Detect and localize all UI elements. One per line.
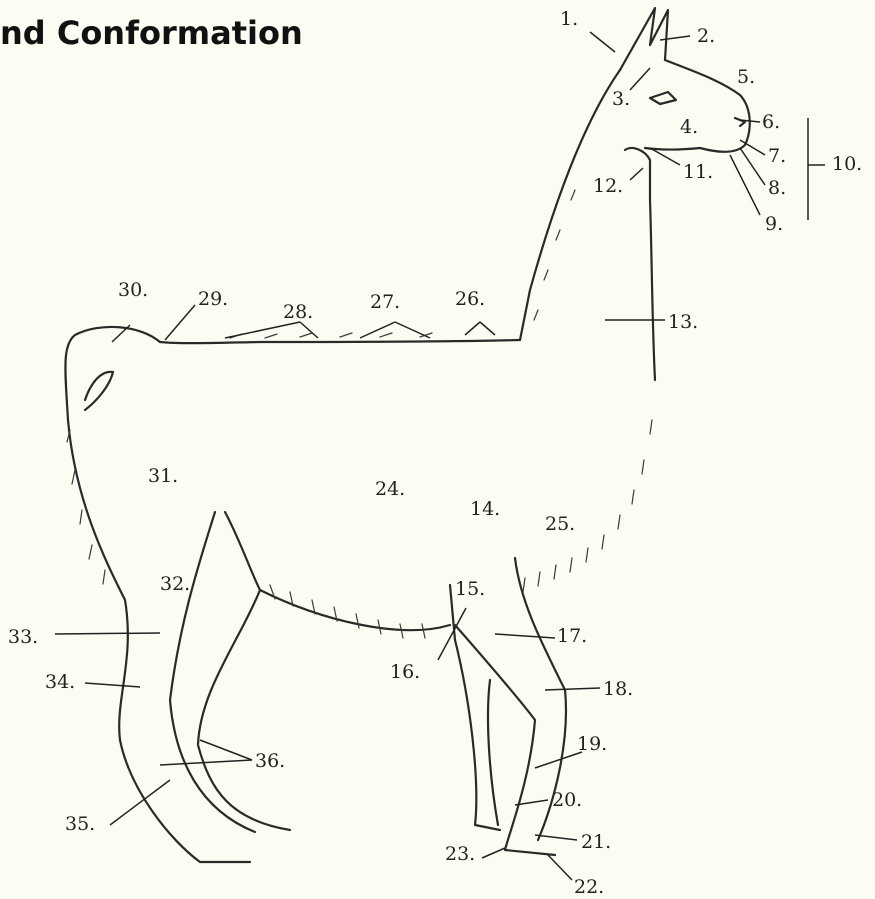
label-15: 15. <box>455 578 485 600</box>
label-36: 36. <box>255 750 285 772</box>
label-4: 4. <box>680 116 698 138</box>
label-23: 23. <box>445 843 475 865</box>
label-24: 24. <box>375 478 405 500</box>
label-3: 3. <box>612 88 630 110</box>
label-19: 19. <box>577 733 607 755</box>
label-18: 18. <box>603 678 633 700</box>
label-10: 10. <box>832 153 862 175</box>
label-1: 1. <box>560 8 578 30</box>
fur-strokes <box>67 190 652 638</box>
label-12: 12. <box>593 175 623 197</box>
label-27: 27. <box>370 291 400 313</box>
label-21: 21. <box>581 831 611 853</box>
leader-lines <box>55 32 825 880</box>
label-31: 31. <box>148 465 178 487</box>
label-17: 17. <box>557 625 587 647</box>
label-32: 32. <box>160 573 190 595</box>
label-22: 22. <box>574 876 604 898</box>
label-26: 26. <box>455 288 485 310</box>
label-11: 11. <box>683 161 713 183</box>
label-6: 6. <box>762 111 780 133</box>
label-20: 20. <box>552 789 582 811</box>
label-33: 33. <box>8 626 38 648</box>
label-34: 34. <box>45 671 75 693</box>
label-25: 25. <box>545 513 575 535</box>
label-35: 35. <box>65 813 95 835</box>
label-9: 9. <box>765 213 783 235</box>
label-8: 8. <box>768 177 786 199</box>
label-30: 30. <box>118 279 148 301</box>
label-13: 13. <box>668 311 698 333</box>
part-labels: 1. 2. 3. 4. 5. 6. 7. 8. 9. 10. 11. 12. 1… <box>8 8 862 898</box>
label-2: 2. <box>697 25 715 47</box>
label-28: 28. <box>283 301 313 323</box>
label-5: 5. <box>737 66 755 88</box>
label-16: 16. <box>390 661 420 683</box>
label-7: 7. <box>768 145 786 167</box>
llama-outline <box>65 8 749 862</box>
label-29: 29. <box>198 288 228 310</box>
label-14: 14. <box>470 498 500 520</box>
